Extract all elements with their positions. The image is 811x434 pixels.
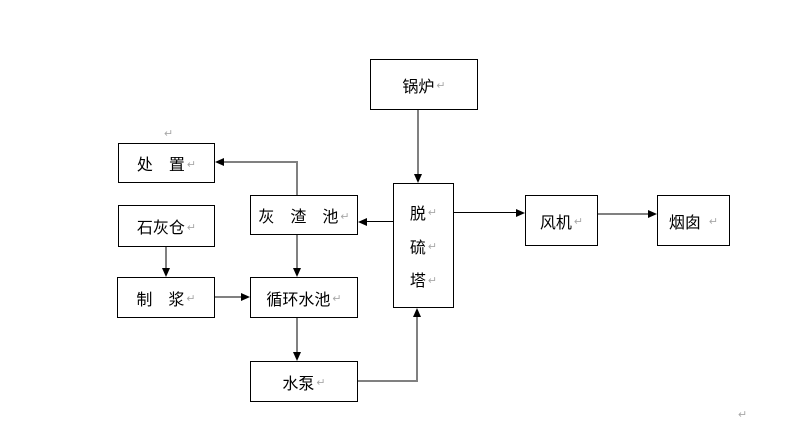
paragraph-mark-icon: ↵ (332, 293, 342, 305)
arrowhead-down-icon (414, 174, 422, 183)
paragraph-mark-icon: ↵ (186, 221, 197, 234)
arrowhead-up-icon (413, 308, 421, 317)
connector-pump-tower-vertical (416, 316, 418, 382)
node-fan-label: 风机 (539, 214, 572, 232)
paragraph-mark-icon: ↵ (573, 216, 584, 228)
arrowhead-right-icon (648, 210, 657, 218)
paragraph-mark-icon: ↵ (427, 207, 438, 220)
connector-boiler-tower (417, 110, 419, 175)
paragraph-mark-icon: ↵ (316, 377, 326, 389)
node-pump-label: 水泵 (282, 375, 315, 393)
node-ash-pool[interactable]: 灰 渣 池↵ (250, 195, 358, 235)
paragraph-mark-icon: ↵ (186, 158, 197, 171)
node-slurry-label: 制 浆 (136, 291, 185, 309)
connector-slurry-circpool (215, 296, 242, 298)
arrowhead-left-icon (358, 218, 367, 226)
connector-fan-chimney (598, 213, 649, 215)
connector-circpool-pump (296, 318, 298, 353)
arrowhead-left-icon (215, 158, 224, 166)
node-tower-char-3: 塔 (409, 273, 426, 291)
node-lime-silo[interactable]: 石灰仓↵ (118, 205, 215, 247)
node-ash-pool-label: 灰 渣 池 (258, 209, 339, 226)
node-tower-char-1: 脱 (409, 205, 426, 223)
connector-ashpool-circpool (296, 235, 298, 270)
arrowhead-right-icon (241, 293, 250, 301)
node-circulating-pool[interactable]: 循环水池↵ (250, 277, 358, 318)
node-boiler[interactable]: 锅炉↵ (370, 59, 478, 110)
node-pump[interactable]: 水泵↵ (250, 361, 358, 402)
paragraph-mark-icon: ↵ (738, 409, 748, 421)
paragraph-mark-icon: ↵ (708, 216, 719, 228)
node-disposal[interactable]: 处 置↵ (118, 143, 215, 183)
arrowhead-right-icon (516, 209, 525, 217)
arrowhead-down-icon (293, 352, 301, 361)
paragraph-mark-icon: ↵ (427, 241, 438, 253)
paragraph-mark-icon: ↵ (164, 128, 174, 140)
paragraph-mark-icon: ↵ (436, 80, 446, 92)
arrowhead-down-icon (162, 268, 170, 277)
connector-ashpool-disposal-horizontal (221, 161, 298, 163)
connector-tower-ashpool (366, 221, 393, 222)
connector-tower-fan (454, 212, 517, 213)
arrowhead-down-icon (293, 268, 301, 277)
paragraph-mark-icon: ↵ (427, 274, 438, 287)
node-fan[interactable]: 风机↵ (525, 195, 598, 246)
node-disposal-label: 处 置 (136, 157, 185, 174)
node-slurry[interactable]: 制 浆↵ (117, 277, 215, 318)
node-lime-silo-label: 石灰仓 (136, 220, 185, 237)
node-tower-char-2: 硫 (409, 239, 426, 257)
node-boiler-label: 锅炉 (402, 78, 435, 96)
node-chimney[interactable]: 烟囱 ↵ (657, 195, 730, 246)
connector-pump-tower-horizontal (358, 380, 418, 382)
connector-limesilo-slurry (165, 247, 167, 270)
node-circulating-pool-label: 循环水池 (266, 291, 331, 309)
node-desulfurization-tower[interactable]: 脱↵ 硫↵ 塔↵ (393, 183, 454, 308)
connector-ashpool-disposal-vertical (296, 162, 298, 195)
paragraph-mark-icon: ↵ (186, 293, 196, 305)
paragraph-mark-icon: ↵ (340, 210, 350, 223)
node-chimney-label: 烟囱 (668, 214, 701, 232)
